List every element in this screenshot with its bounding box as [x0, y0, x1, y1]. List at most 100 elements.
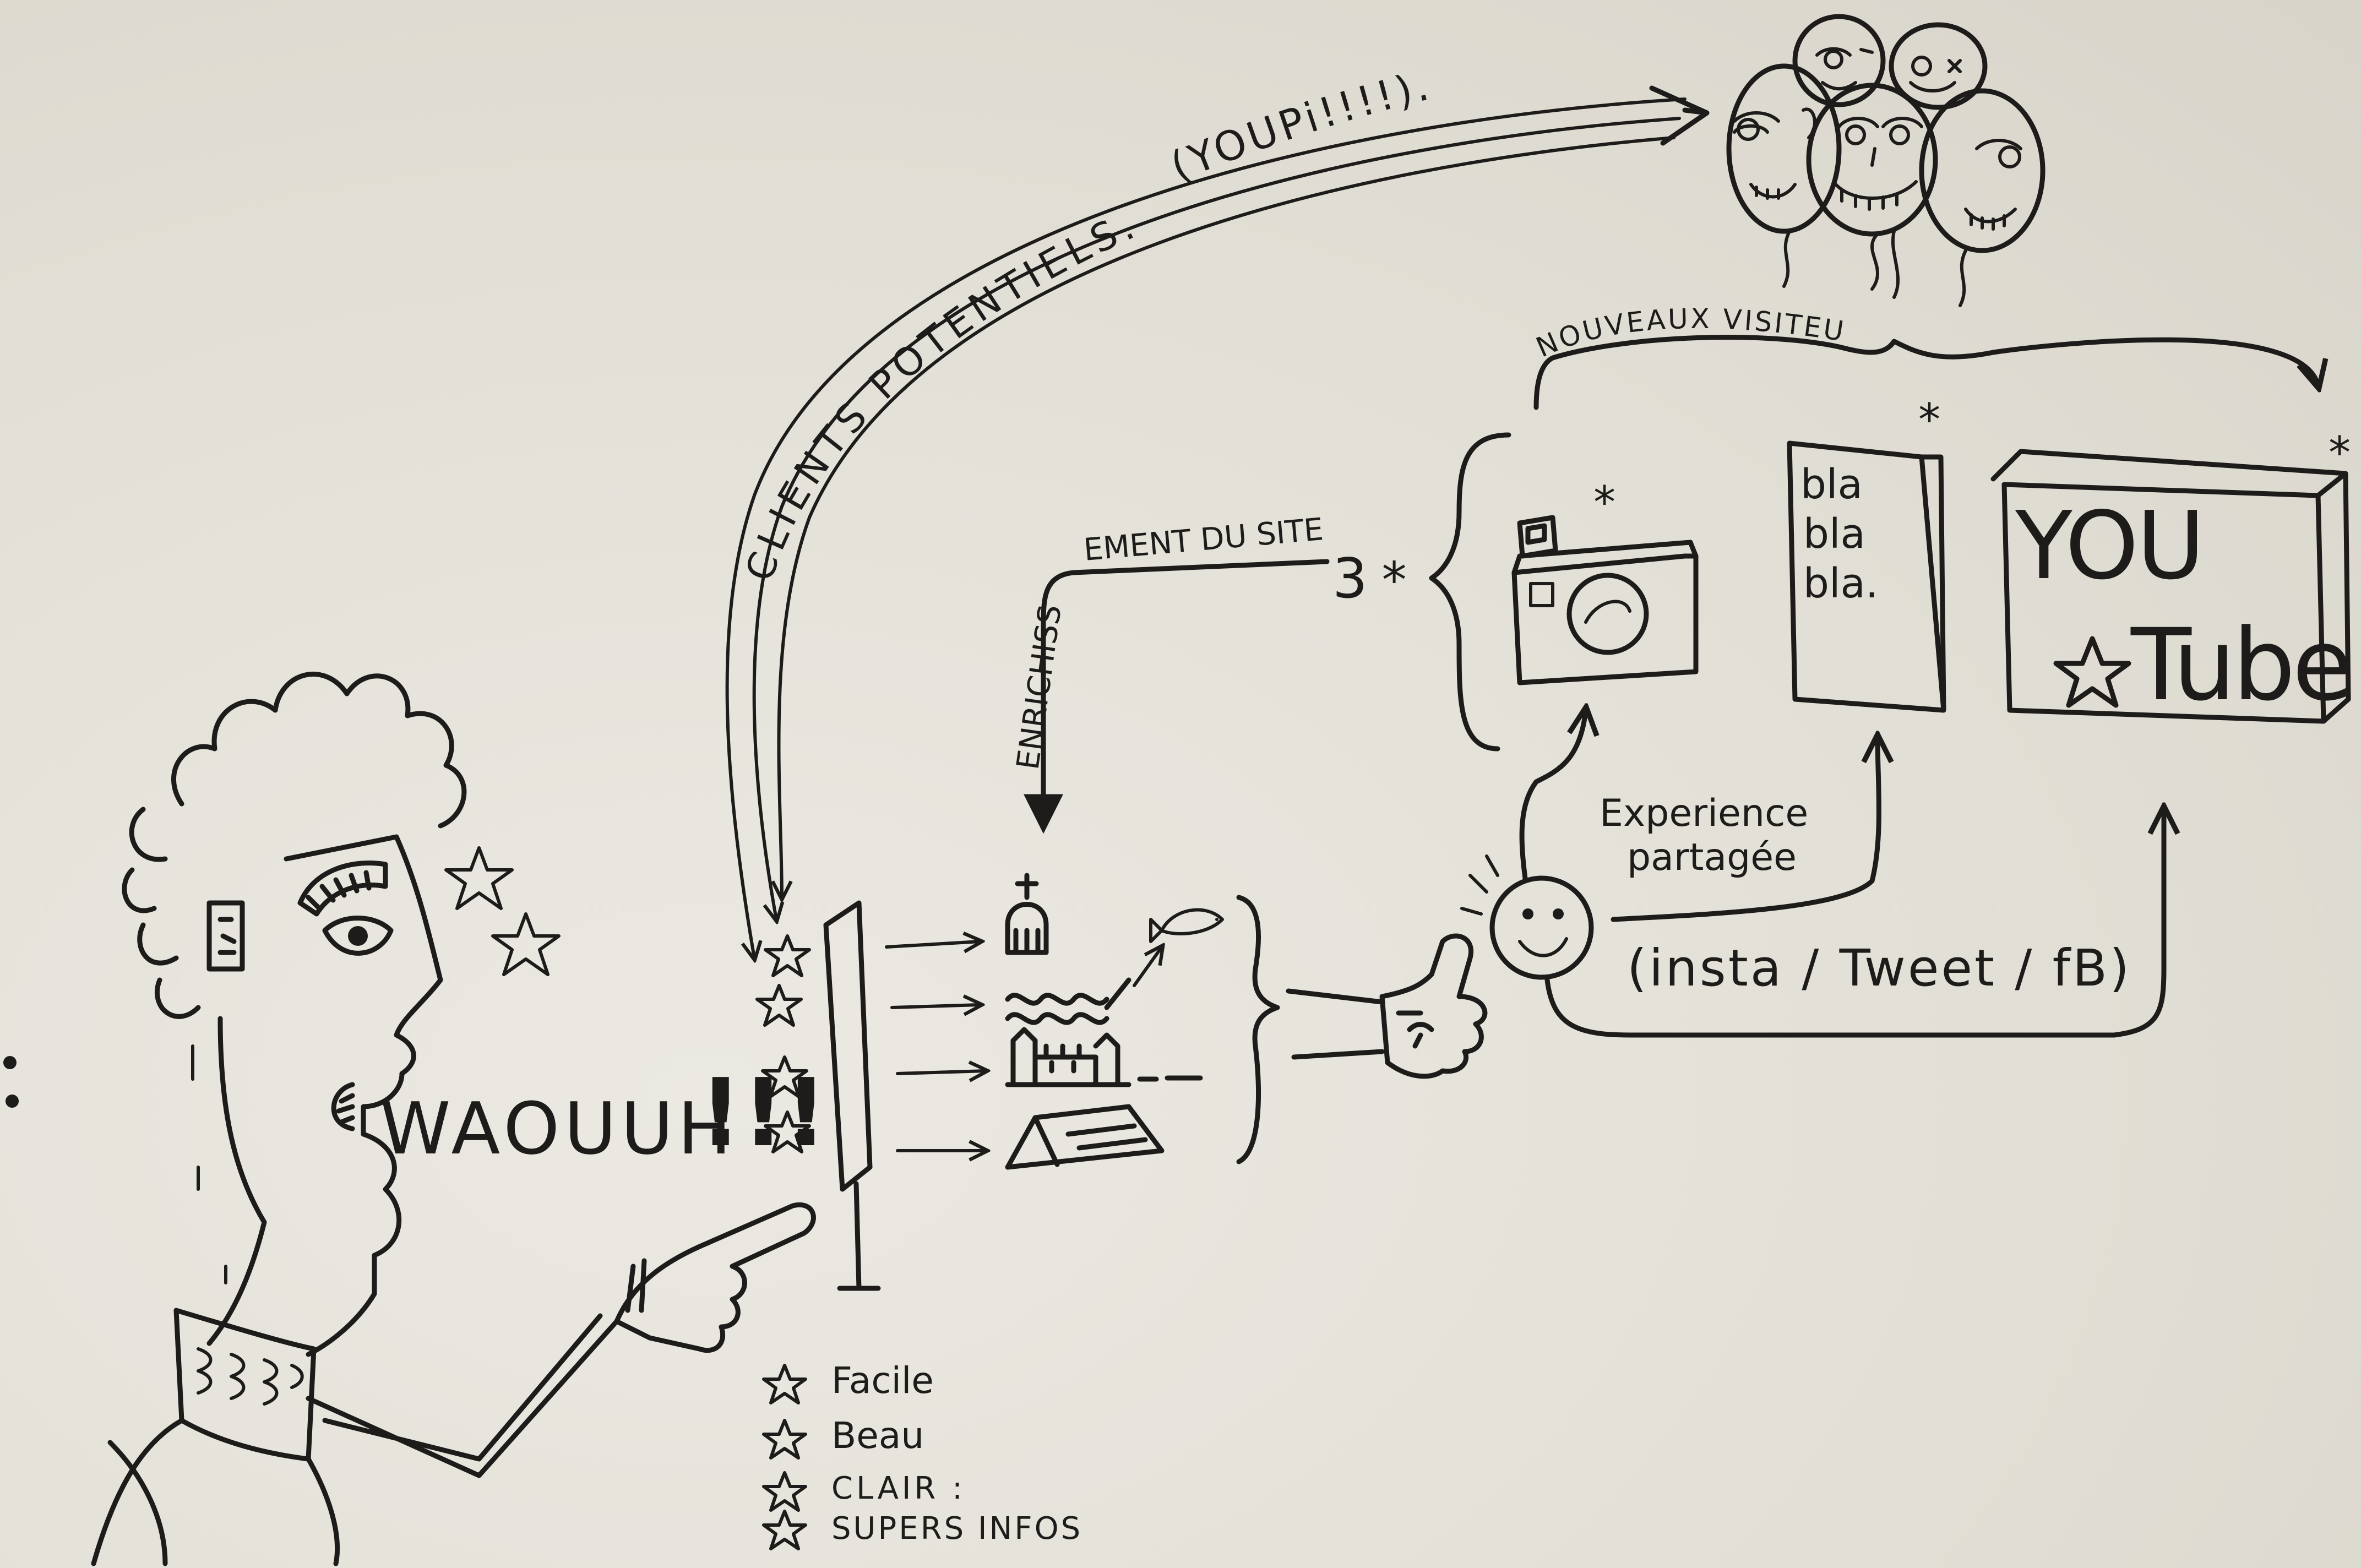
arrow-smiley-to-camera: [1519, 710, 1586, 881]
list-item-beau: Beau: [831, 1414, 924, 1457]
list-item-facile: Facile: [831, 1359, 934, 1402]
screen-star-2: [755, 984, 803, 1027]
smiley-rays: [1460, 854, 1499, 916]
camera-viewfinder: [1517, 515, 1558, 559]
youtube-star: [2053, 636, 2131, 708]
visitor-face-5-eye: [1998, 145, 2021, 168]
nouveaux-visiteurs-label: NOUVEAUX VISITEURS: [0, 0, 1848, 364]
qualities-list: Facile Beau CLAIR : SUPERS INFOS: [762, 1359, 1080, 1550]
arrow-to-church: [885, 941, 980, 947]
experience-label-line2: partagée: [1627, 836, 1797, 879]
screen-panel: [823, 900, 873, 1192]
thumbs-up-hand: [1286, 933, 1488, 1079]
visitor-face-4: [1806, 83, 1938, 237]
smiley-eye-right: [1553, 908, 1564, 919]
arrow-smiley-to-youtube: [1544, 809, 2164, 1038]
new-visitors-faces: [1726, 14, 2046, 307]
blabla-line-1: bla: [1800, 461, 1863, 508]
smiley-user: [1460, 854, 1594, 980]
camera-top: [1511, 540, 1699, 575]
visitor-face-4-eye-left: [1845, 124, 1866, 145]
youtube-box-top: [1990, 449, 2351, 724]
smiley-mouth: [1518, 937, 1568, 957]
camera-lens-shine: [1584, 600, 1631, 624]
camera-icon: [1511, 515, 1699, 685]
clients-arc-arrowhead: [1649, 85, 1710, 146]
waouh-exclamation: WAOUUH: [380, 1087, 736, 1170]
social-networks-label: (insta / Tweet / fB): [1627, 939, 2131, 998]
person-eye: [322, 916, 394, 956]
screen-star-3: [761, 1055, 808, 1098]
visitor-face-3-features: [1909, 59, 1962, 92]
visitor-face-2-eye: [1824, 50, 1843, 69]
sharing-arrows: [1519, 710, 2164, 1038]
fish-icon: [1149, 908, 1224, 943]
waves-icon: [1005, 977, 1131, 1025]
person-tick-marks: [191, 1044, 227, 1284]
content-icons: [1005, 873, 1280, 1170]
website-screen: [755, 900, 881, 1291]
youtube-label-tube: Tube: [2130, 608, 2350, 723]
screen-star-1: [764, 934, 811, 977]
clients-arc: [725, 85, 1710, 958]
pin-dot-2: [6, 1095, 19, 1108]
visitor-face-2: [1792, 14, 1886, 107]
person-mouth: [331, 1082, 355, 1131]
camera-asterisk: *: [1591, 477, 1618, 528]
list-star-icon-3: [762, 1471, 807, 1512]
enrichissement-label-part1: ENRICHISS: [1010, 602, 1068, 772]
document-page: [1787, 440, 1946, 713]
tent-icon: [1005, 1104, 1165, 1170]
visitor-face-1: [1726, 63, 1842, 234]
clients-potentiels-label: CLIENTS POTENTIELS.: [737, 201, 1146, 586]
clients-arc-line-2: [752, 117, 1681, 919]
person-ear: [206, 900, 245, 972]
person-collar-pattern: [197, 1347, 304, 1406]
visitor-necks: [1870, 230, 1900, 299]
list-star-icon-1: [762, 1364, 807, 1404]
person-collar: [173, 1308, 317, 1462]
visitor-face-1-eye: [1737, 118, 1760, 141]
content-brace: [1236, 895, 1280, 1164]
thumbs-up-icon: [1379, 933, 1488, 1079]
person-arm: [306, 1313, 619, 1478]
sparkle-star-1: [444, 846, 514, 910]
list-item-clair: CLAIR :: [831, 1471, 966, 1506]
youtube-label-you: YOU: [2015, 492, 2203, 601]
visitor-face-4-features: [1832, 117, 1923, 211]
person-pointing-hand: [614, 1202, 816, 1353]
camera-lens: [1566, 573, 1649, 655]
camera-flash: [1529, 582, 1554, 607]
visitor-face-5-features: [1959, 139, 2022, 307]
visitor-face-2-features: [1815, 47, 1874, 91]
list-star-icon-2: [762, 1419, 807, 1460]
visitor-face-4-eye-right: [1889, 124, 1910, 145]
blabla-line-3: bla.: [1803, 560, 1878, 607]
clients-arc-line-1: [725, 97, 1687, 958]
blabla-line-2: bla: [1803, 510, 1865, 558]
smiley-eye-left: [1522, 908, 1533, 919]
enrichissement-asterisk: *: [1379, 552, 1409, 609]
youtube-asterisk: *: [2326, 427, 2353, 478]
screen-stand: [837, 1181, 881, 1291]
person-eyebrow: [297, 861, 388, 917]
pin-dot-1: [3, 1056, 17, 1069]
camera-body: [1511, 553, 1699, 685]
visitor-face-1-features: [1733, 107, 1816, 288]
castle-icon: [1005, 1027, 1203, 1087]
visitor-face-5: [1919, 88, 2046, 253]
waouh-marks: !!!: [699, 1059, 828, 1168]
youpi-text: (YOUPi!!!!).: [1164, 62, 1433, 191]
person-head: [284, 834, 443, 1357]
document-asterisk: *: [1916, 394, 1943, 445]
thumbs-up-arm: [1286, 988, 1385, 1060]
person-pupil: [348, 926, 368, 946]
youtube-icon: YOU Tube: [1990, 449, 2353, 724]
enrichissement-number: 3: [1332, 546, 1368, 611]
media-brace: [1429, 432, 1511, 752]
sparkle-star-2: [491, 912, 561, 976]
clients-arc-line-3: [779, 136, 1675, 897]
visitor-face-3-eye: [1911, 56, 1932, 77]
